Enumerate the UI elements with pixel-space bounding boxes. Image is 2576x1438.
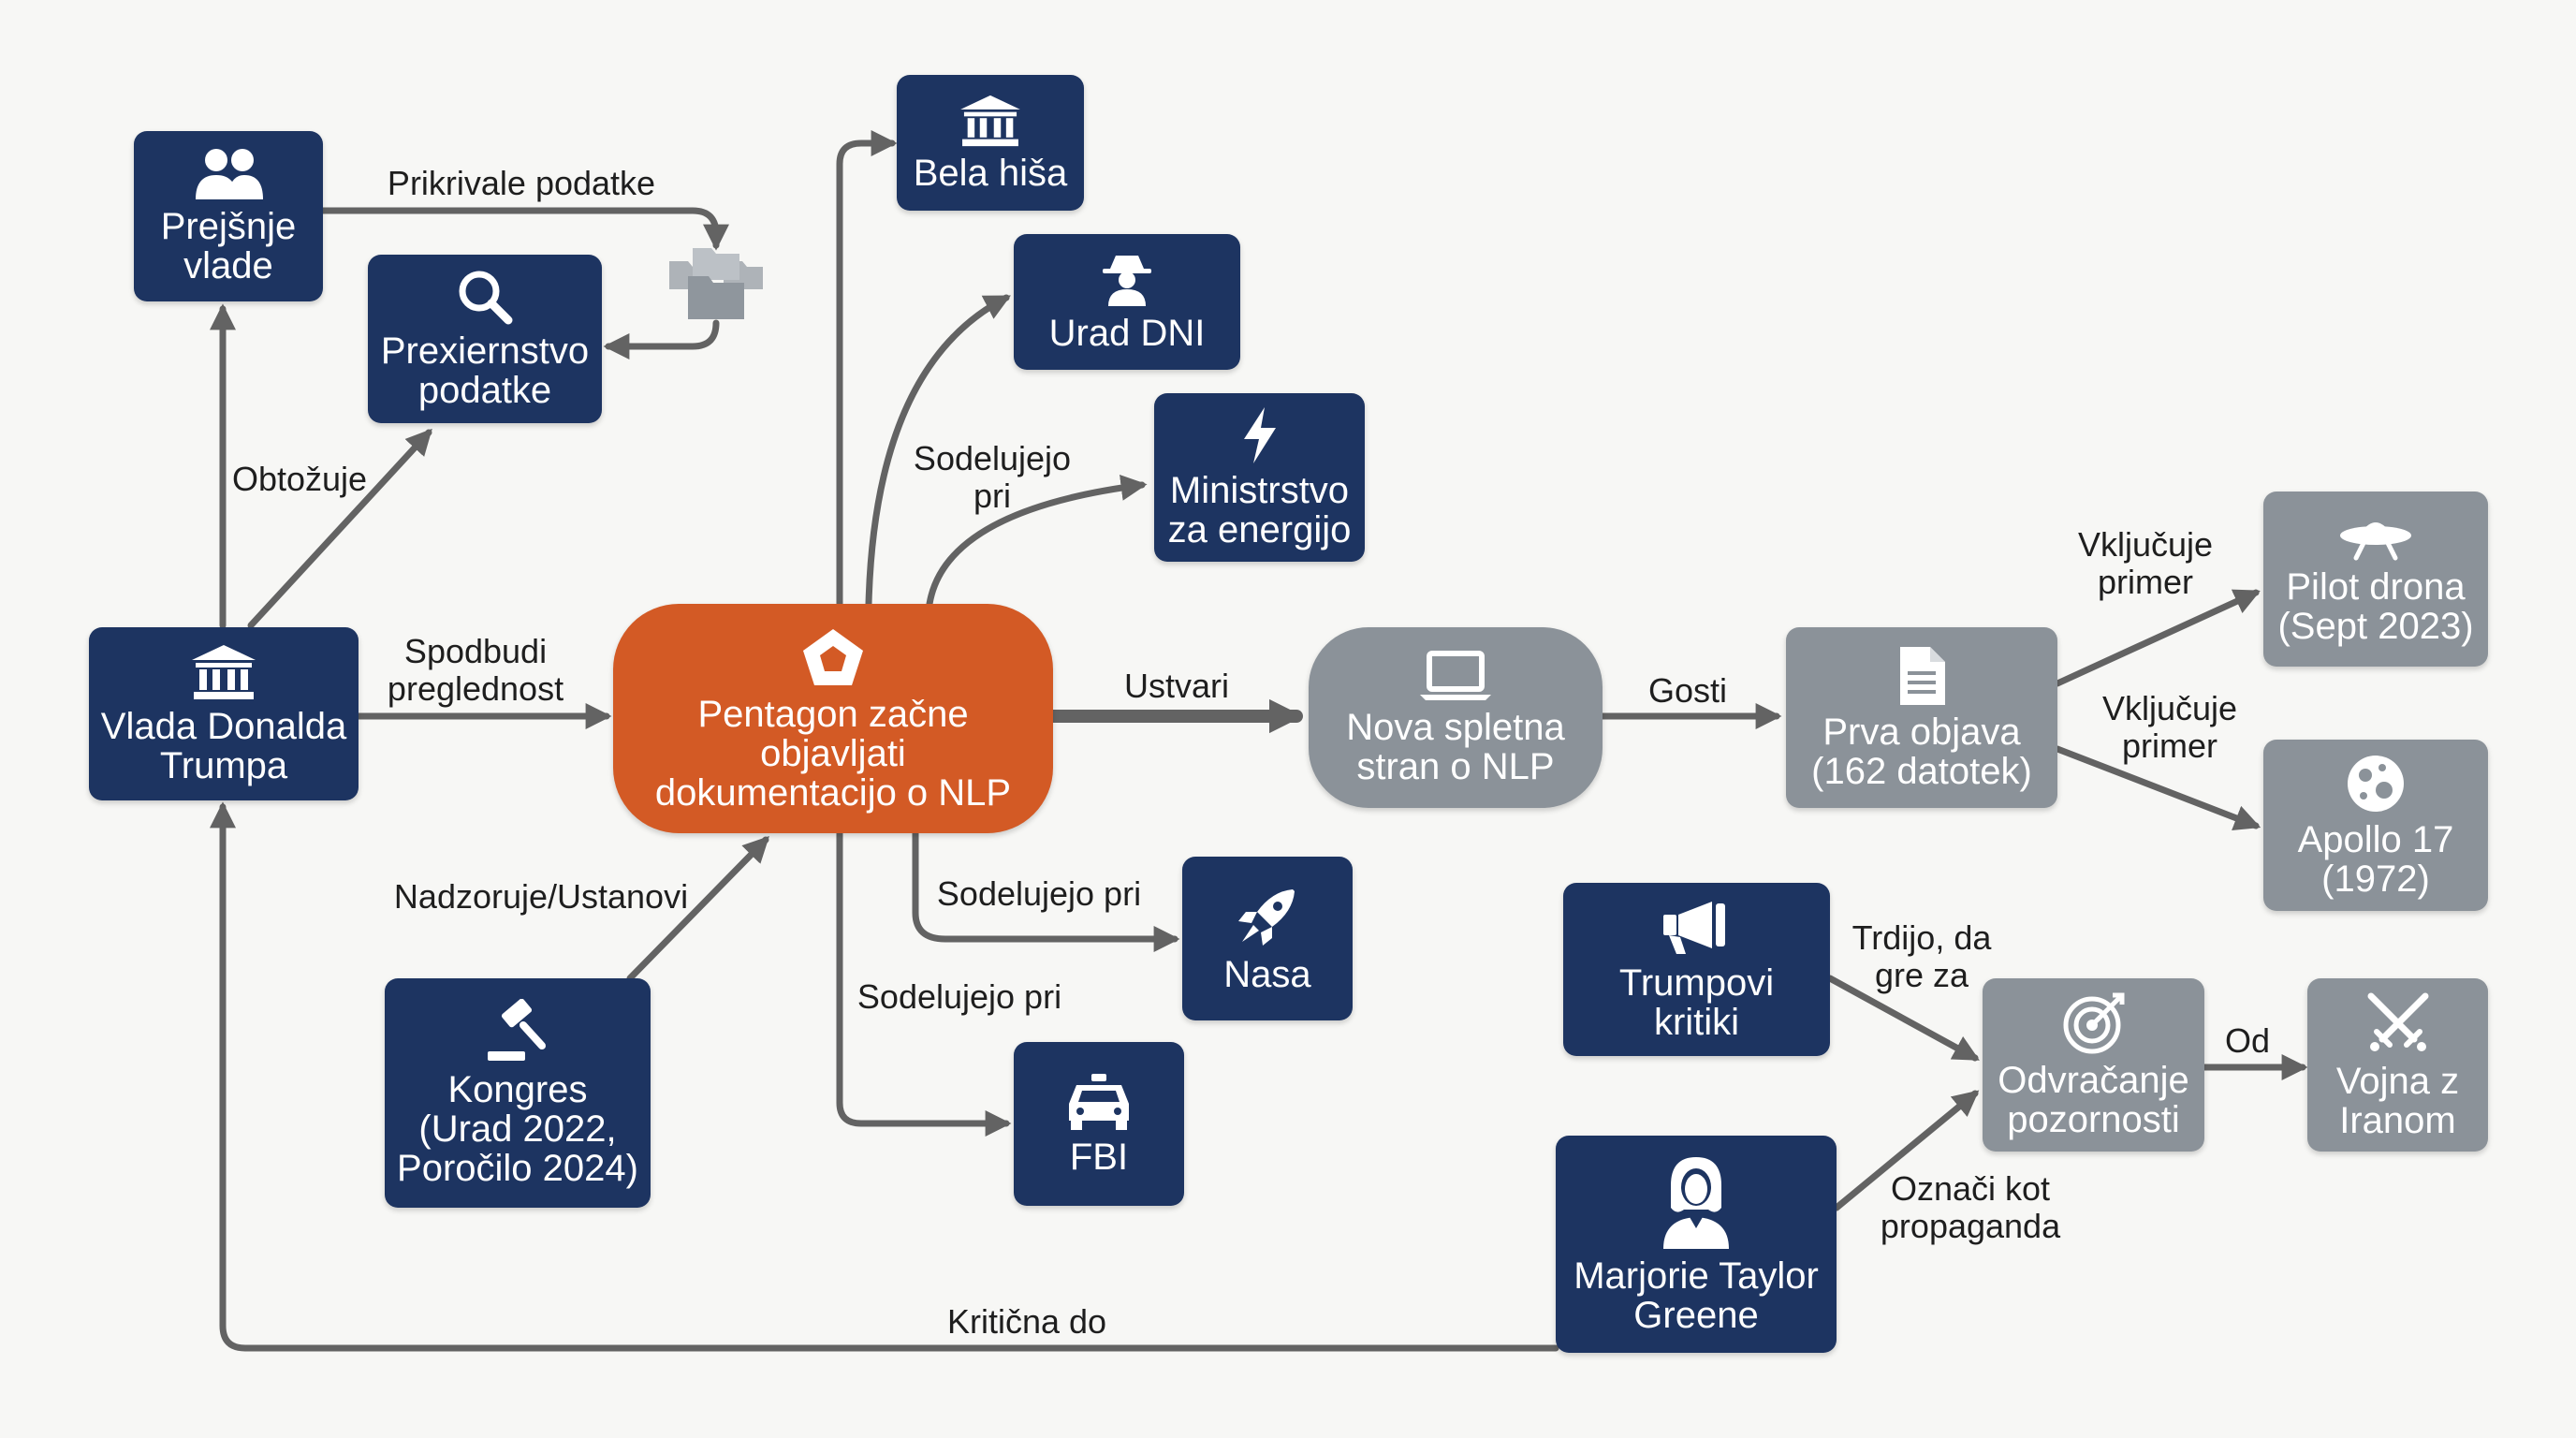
node-urad-dni: Urad DNI: [1014, 234, 1240, 370]
edge-label-nadzoruje: Nadzoruje/Ustanovi: [393, 877, 689, 916]
edge-label-spodbudi: Spodbudi preglednost: [387, 632, 564, 708]
edge-pentagon-to-bela-hisa: [836, 130, 898, 608]
node-vlada-trumpa-label: Vlada Donalda Trumpa: [100, 705, 347, 786]
edge-kritiki-to-odvracanje: [1826, 975, 1980, 1062]
node-vojna-label: Vojna z Iranom: [2335, 1060, 2460, 1141]
ufo-icon: [2337, 513, 2414, 562]
gavel-icon: [482, 998, 553, 1064]
node-prva-objava-label: Prva objava (162 datotek): [1811, 711, 2032, 792]
edge-mtg-to-odvracanje: [1833, 1090, 1980, 1211]
node-mtg-label: Marjorie Taylor Greene: [1573, 1255, 1819, 1336]
edge-label-sodelujejo-1: Sodelujejo pri: [913, 439, 1072, 515]
pentagon-icon: [799, 625, 867, 689]
edge-label-obtozuje: Obtožuje: [231, 460, 368, 498]
edge-prva-objava-to-pilot: [2054, 589, 2261, 687]
folder-stack-icon: [669, 248, 763, 319]
node-nasa: Nasa: [1182, 857, 1353, 1020]
people-icon: [192, 147, 265, 201]
node-prva-objava: Prva objava (162 datotek): [1786, 627, 2057, 808]
node-pentagon: Pentagon začne objavljati dokumentacijo …: [613, 604, 1053, 833]
edge-label-ustvari: Ustvari: [1123, 667, 1230, 705]
edge-label-oznaci: Označi kot propaganda: [1880, 1169, 2061, 1245]
edge-pentagon-to-nasa: [912, 829, 1180, 952]
edge-label-vkljucuje-1: Vključuje primer: [2077, 525, 2214, 601]
rocket-icon: [1235, 884, 1300, 949]
node-pentagon-label: Pentagon začne objavljati dokumentacijo …: [654, 693, 1012, 814]
edge-label-sodelujejo-2: Sodelujejo pri: [936, 874, 1142, 913]
node-spletna-stran: Nova spletna stran o NLP: [1309, 627, 1603, 808]
edge-pentagon-to-fbi: [836, 829, 1012, 1137]
search-icon: [456, 268, 514, 326]
node-ministrstvo: Ministrstvo za energijo: [1154, 393, 1365, 562]
node-fbi-label: FBI: [1069, 1136, 1129, 1178]
node-odvracanje-label: Odvračanje pozornosti: [1998, 1059, 2189, 1140]
node-kongres: Kongres (Urad 2022, Poročilo 2024): [385, 978, 651, 1208]
edge-mtg-to-vlada: [210, 801, 1559, 1352]
node-trumpovi-kritiki: Trumpovi kritiki: [1563, 883, 1830, 1056]
node-spletna-stran-label: Nova spletna stran o NLP: [1346, 706, 1565, 787]
node-urad-dni-label: Urad DNI: [1048, 312, 1206, 354]
node-bela-hisa-label: Bela hiša: [913, 152, 1068, 194]
edge-folders-to-prexiernstvo: [603, 319, 720, 360]
node-pilot-drona-label: Pilot drona (Sept 2023): [2277, 565, 2474, 647]
node-prejsnje-vlade-label: Prejšnje vlade: [160, 206, 297, 286]
target-icon: [2062, 991, 2126, 1055]
spy-icon: [1097, 252, 1157, 308]
node-apollo-label: Apollo 17 (1972): [2297, 818, 2454, 900]
node-odvracanje: Odvračanje pozornosti: [1983, 978, 2204, 1152]
edge-pentagon-to-urad-dni: [865, 294, 1011, 608]
megaphone-icon: [1660, 898, 1734, 958]
government-building-icon: [190, 643, 257, 701]
node-nasa-label: Nasa: [1223, 953, 1311, 995]
node-ministrstvo-label: Ministrstvo za energijo: [1167, 470, 1352, 550]
edge-label-prikrivale: Prikrivale podatke: [387, 164, 656, 202]
edge-label-gosti: Gosti: [1647, 671, 1728, 710]
edge-label-od: Od: [2224, 1021, 2271, 1060]
node-vlada-trumpa: Vlada Donalda Trumpa: [89, 627, 359, 800]
node-bela-hisa: Bela hiša: [897, 75, 1084, 211]
edge-label-sodelujejo-3: Sodelujejo pri: [856, 977, 1062, 1016]
edge-pentagon-to-ministrstvo: [926, 474, 1148, 608]
node-prexiernstvo: Prexiernstvo podatke: [368, 255, 602, 423]
crossed-swords-icon: [2365, 990, 2431, 1056]
edge-label-vkljucuje-2: Vključuje primer: [2101, 689, 2238, 765]
edge-prejsnje-to-folders: [319, 207, 729, 251]
node-mtg: Marjorie Taylor Greene: [1556, 1136, 1837, 1353]
government-building-icon: [959, 94, 1022, 148]
edge-label-trdijo: Trdijo, da gre za: [1852, 918, 1992, 994]
laptop-icon: [1418, 650, 1493, 702]
moon-icon: [2345, 753, 2407, 814]
edge-prva-objava-to-apollo: [2054, 745, 2261, 830]
node-prejsnje-vlade: Prejšnje vlade: [134, 131, 323, 301]
edge-label-kriticna: Kritična do: [946, 1302, 1107, 1341]
node-apollo: Apollo 17 (1972): [2263, 740, 2488, 911]
node-pilot-drona: Pilot drona (Sept 2023): [2263, 492, 2488, 667]
node-kongres-label: Kongres (Urad 2022, Poročilo 2024): [397, 1068, 638, 1189]
node-trumpovi-kritiki-label: Trumpovi kritiki: [1618, 961, 1775, 1043]
police-car-icon: [1061, 1072, 1136, 1132]
node-fbi: FBI: [1014, 1042, 1184, 1206]
document-icon: [1896, 645, 1947, 707]
node-prexiernstvo-label: Prexiernstvo podatke: [380, 330, 590, 411]
node-vojna: Vojna z Iranom: [2307, 978, 2488, 1152]
edge-vlada-to-prexiernstvo: [247, 428, 432, 629]
edge-kongres-to-pentagon: [626, 835, 769, 982]
lightning-icon: [1238, 405, 1281, 465]
woman-icon: [1656, 1153, 1736, 1251]
